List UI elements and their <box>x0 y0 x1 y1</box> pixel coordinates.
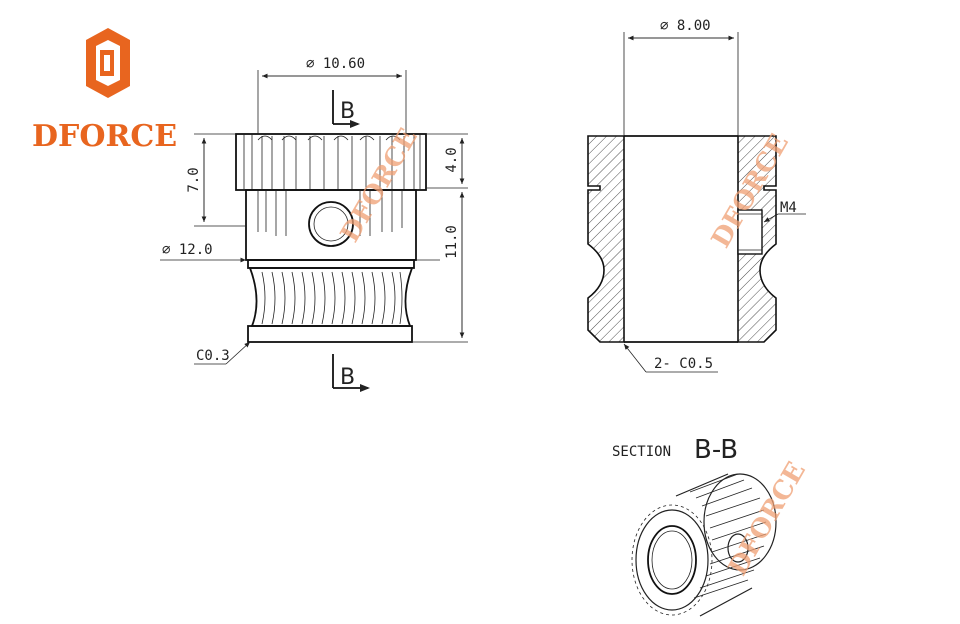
iso-bore <box>647 525 697 595</box>
section-wall-left <box>587 135 625 343</box>
iso-gear-outer <box>635 509 709 611</box>
gear-teeth <box>243 134 421 190</box>
base-collar <box>247 325 413 343</box>
iso-slots <box>689 473 767 599</box>
dim-height-left: 7.0 <box>186 167 202 192</box>
iso-gear-teeth <box>631 504 713 616</box>
iso-bore-inner <box>651 530 693 590</box>
set-screw-hole <box>308 201 354 247</box>
section-mark-bottom-label: B <box>340 365 355 390</box>
dim-chamfer-front: C0.3 <box>196 348 230 364</box>
slots <box>257 190 403 236</box>
dim-dia-bore: ⌀ 8.00 <box>660 18 711 34</box>
iso-back-rim <box>703 473 777 571</box>
isometric-view: DFORCE <box>631 457 812 617</box>
hob-knurl-lines <box>261 271 403 325</box>
dim-dia-top: ⌀ 10.60 <box>306 56 365 72</box>
iso-body-edges <box>675 473 753 617</box>
dim-thread: M4 <box>780 200 797 216</box>
iso-screw-hole <box>727 533 749 563</box>
dim-chamfer-section: 2- C0.5 <box>654 356 713 372</box>
section-label-prefix: SECTION <box>612 444 671 460</box>
front-view: ⌀ 10.60 B B 4.0 11.0 7.0 <box>160 56 468 392</box>
set-screw-hole-inner <box>313 206 349 242</box>
hob-groove <box>248 267 414 327</box>
section-mark-top-label: B <box>340 99 355 124</box>
section-mark-top: B <box>332 90 360 128</box>
section-mark-bottom: B <box>332 354 370 392</box>
dim-dia-mid: ⌀ 12.0 <box>162 242 213 258</box>
slotted-body <box>245 189 417 261</box>
brand-logo-icon <box>86 28 130 98</box>
brand-logo: DFORCE <box>32 28 177 154</box>
thread-hole <box>737 209 763 255</box>
dim-height-top: 4.0 <box>444 147 460 172</box>
section-label: SECTION B-B <box>612 435 738 465</box>
dim-height-right: 11.0 <box>444 225 460 259</box>
brand-name: DFORCE <box>32 119 177 154</box>
hob-flange <box>247 259 415 269</box>
watermark-front: DFORCE <box>335 124 424 248</box>
section-label-name: B-B <box>694 435 738 465</box>
section-view: ⌀ 8.00 M4 2- C0.5 DFORCE <box>587 18 806 373</box>
